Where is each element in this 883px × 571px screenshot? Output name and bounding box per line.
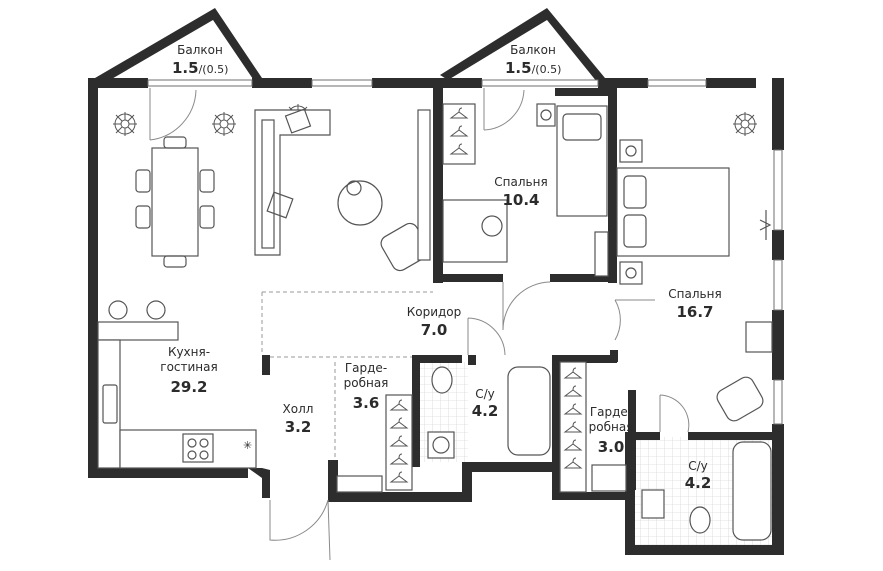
bath-top-name: С/у — [475, 387, 495, 401]
coffee-table-icon — [337, 180, 383, 226]
single-bed-icon — [556, 105, 608, 217]
bath-top-area: 4.2 — [472, 402, 499, 420]
sofa-icon — [254, 109, 331, 256]
plant-icon — [211, 111, 237, 137]
kitchen-counter-icon — [97, 339, 121, 469]
kitchen-island-icon — [97, 321, 179, 341]
hall-name: Холл — [283, 402, 314, 416]
kitchen-name-line2: гостиная — [160, 360, 217, 374]
sink-icon — [102, 384, 118, 424]
bedroom-small-area: 10.4 — [502, 191, 539, 209]
balcony-left-name: Балкон — [177, 43, 223, 57]
corridor-area: 7.0 — [421, 321, 448, 339]
double-bed-icon — [616, 167, 730, 257]
balcony-right-name: Балкон — [510, 43, 556, 57]
balcony-left-area: 1.5/(0.5) — [172, 59, 228, 77]
bedroom-large-name: Спальня — [668, 287, 721, 301]
bath-bottom-name: С/у — [688, 459, 708, 473]
doors — [149, 88, 690, 561]
windows — [147, 79, 783, 425]
dresser-icon — [745, 321, 773, 353]
zone-boundaries — [261, 291, 433, 460]
wardrobe-icon — [442, 103, 476, 165]
desk-icon — [442, 199, 508, 263]
bathtub-icon — [507, 366, 551, 456]
armchair-icon — [716, 376, 764, 422]
bathtub-icon — [732, 441, 772, 541]
plant-icon — [112, 111, 138, 137]
wardrobe-right-name-line1: Гарде- — [590, 405, 632, 419]
toilet-icon — [689, 506, 711, 534]
washer-icon — [427, 431, 455, 459]
hob-icon — [182, 433, 214, 463]
plant-icon — [732, 111, 758, 137]
balcony-right-area: 1.5/(0.5) — [505, 59, 561, 77]
wardrobe-right-area: 3.0 — [598, 438, 625, 456]
fan-icon: ✳ — [243, 439, 252, 452]
wardrobe-right-name-line2: робная — [589, 420, 634, 434]
bedroom-large-area: 16.7 — [676, 303, 713, 321]
kitchen-name-line1: Кухня- — [168, 345, 210, 359]
walls — [88, 8, 784, 555]
bath-bottom-area: 4.2 — [685, 474, 712, 492]
wardrobe-left-name-line1: Гарде- — [345, 361, 387, 375]
bedroom-small-name: Спальня — [494, 175, 547, 189]
furniture: ✳ — [97, 103, 773, 541]
tv-stand-icon — [417, 109, 431, 261]
room-labels: Балкон 1.5/(0.5) Балкон 1.5/(0.5) Спальн… — [160, 43, 721, 492]
sink-icon — [641, 489, 665, 519]
corridor-name: Коридор — [407, 305, 462, 319]
hall-area: 3.2 — [285, 418, 312, 436]
dining-table-icon — [151, 147, 199, 257]
kitchen-area: 29.2 — [170, 378, 207, 396]
wardrobe-rack-icon — [559, 361, 587, 493]
wardrobe-left-area: 3.6 — [353, 394, 380, 412]
toilet-icon — [431, 366, 453, 394]
wardrobe-left-name-line2: робная — [344, 376, 389, 390]
